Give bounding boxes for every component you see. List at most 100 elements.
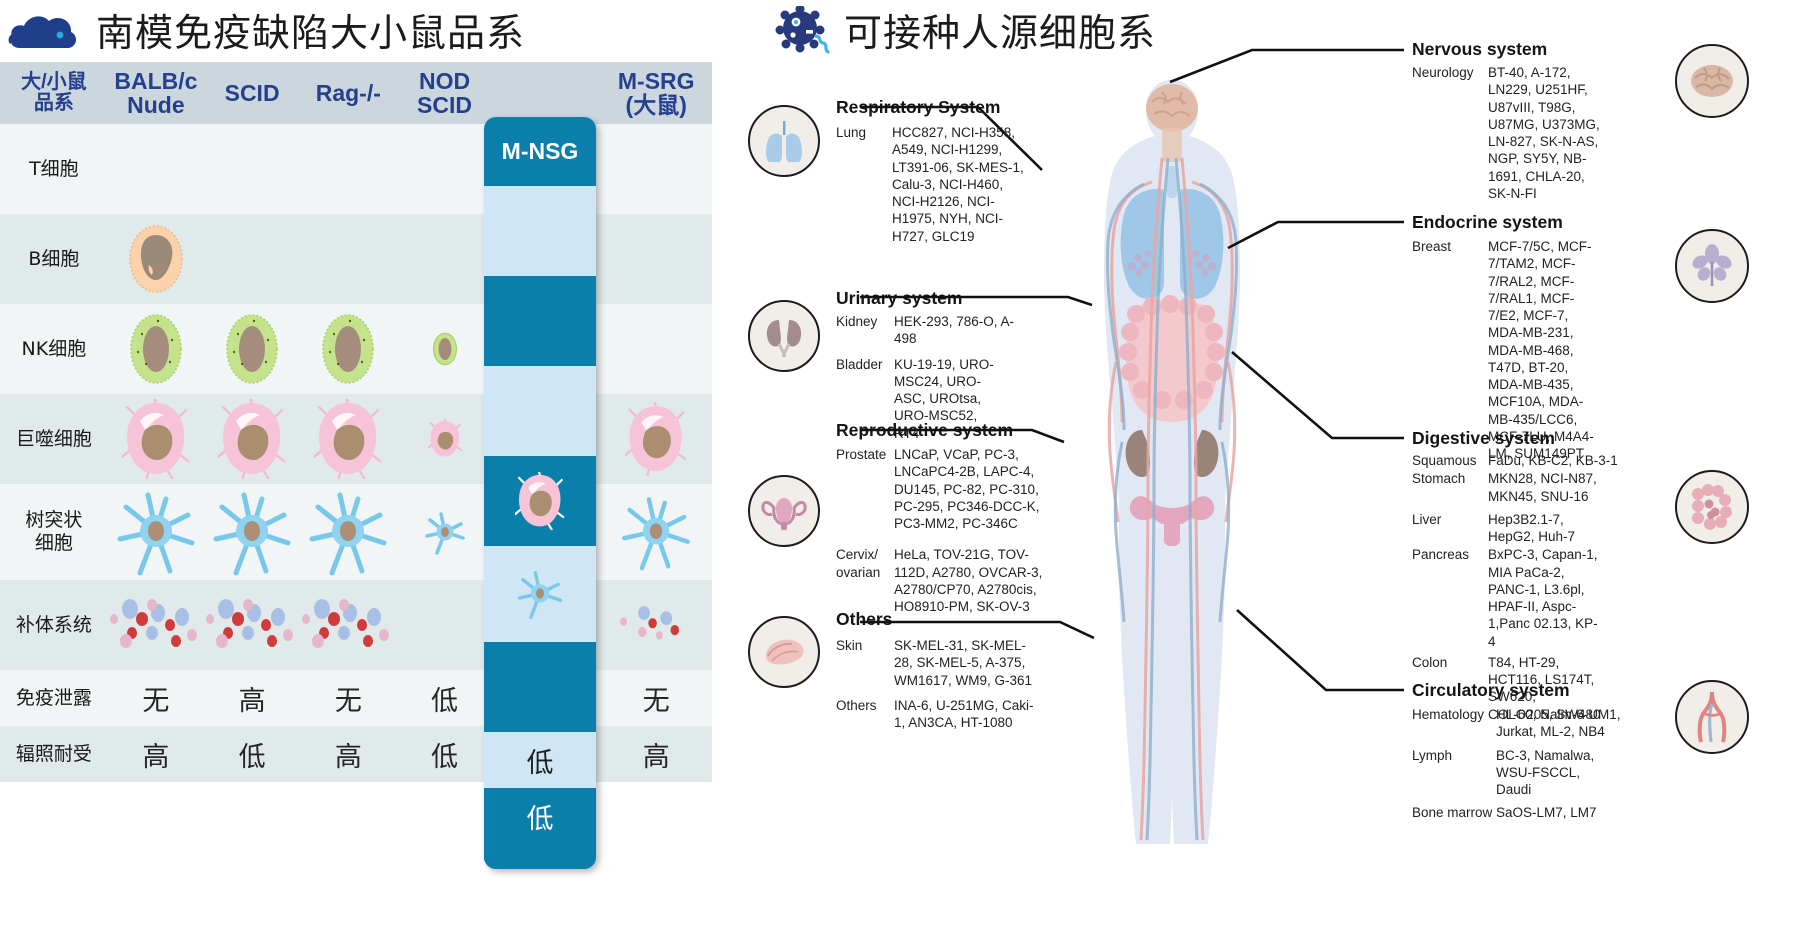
- cell-dc-nodscid: [396, 484, 492, 580]
- mnsg-cell-nk: [484, 366, 596, 456]
- section-body-digestive: Squamous FaDu, KB-C2, KB-3-1 Stomach MKN…: [1412, 452, 1662, 724]
- cell-irr-nodscid: 低: [431, 741, 459, 773]
- entry-key: Stomach: [1412, 471, 1466, 487]
- header-line1: Rag-/-: [315, 79, 381, 106]
- entry-value: BC-3, Namalwa, WSU-FSCCL, Daudi: [1496, 747, 1595, 798]
- entry-key: Pancreas: [1412, 547, 1470, 563]
- mnsg-cell-leakage-bg: [484, 732, 596, 788]
- cell-tcell-rag: [300, 124, 396, 214]
- breast-icon: [1675, 229, 1749, 303]
- section-title-digestive: Digestive system: [1412, 428, 1555, 448]
- section-body-respiratory: Lung HCC827, NCI-H358, A549, NCI-H1299, …: [836, 124, 1032, 246]
- macrophage-icon: [121, 399, 189, 479]
- breast-glyph: [1692, 244, 1732, 286]
- entry-key: Kidney: [836, 314, 878, 329]
- mnsg-cell-macrophage: [484, 456, 596, 546]
- section-body-urinary: Kidney HEK-293, 786-O, A-498 Bladder KU-…: [836, 313, 1036, 443]
- complement-icon-small: [620, 606, 680, 640]
- table-row: 辐照耐受 高 低 高 低 高: [0, 726, 712, 782]
- entry-value: BT-40, A-172, LN229, U251HF, U87vIII, T9…: [1488, 65, 1600, 201]
- entry-row: Kidney HEK-293, 786-O, A-498: [836, 313, 1036, 348]
- human-body-illustration: [1104, 80, 1240, 844]
- nk-cell-icon: [130, 314, 182, 384]
- intestine-icon: [1675, 470, 1749, 544]
- header-line2: (大鼠): [625, 92, 687, 118]
- cell-macro-msrg: [600, 394, 712, 484]
- entry-key: Neurology: [1412, 65, 1474, 80]
- table-row: NK细胞: [0, 304, 712, 394]
- header-cell-balbc-nude[interactable]: BALB/c Nude: [108, 62, 204, 124]
- entry-value: SK-MEL-31, SK-MEL-28, SK-MEL-5, A-375, W…: [894, 638, 1033, 688]
- entry-row: Pancreas BxPC-3, Capan-1, MIA PaCa-2, PA…: [1412, 546, 1662, 650]
- header-cell-nod-scid[interactable]: NOD SCID: [396, 62, 492, 124]
- row-label-macrophage: 巨噬细胞: [15, 427, 92, 450]
- brain-glyph: [1691, 65, 1733, 97]
- header-line1: NOD: [418, 67, 471, 94]
- cell-dc-scid: [204, 484, 300, 580]
- left-panel-mouse-strains: 南模免疫缺陷大小鼠品系 大/小鼠 品系 BALB/c Nude: [0, 0, 712, 944]
- row-label-tcell: T细胞: [29, 157, 79, 180]
- kidney-icon: [748, 300, 820, 372]
- entry-key: Hematology: [1412, 707, 1485, 722]
- macrophage-icon-small: [515, 472, 565, 530]
- cell-macro-scid: [204, 394, 300, 484]
- macrophage-icon: [314, 399, 382, 479]
- brain-icon: [1675, 44, 1749, 118]
- entry-value: HEK-293, 786-O, A-498: [894, 314, 1015, 347]
- section-title-nervous: Nervous system: [1412, 39, 1548, 59]
- mnsg-highlight-column[interactable]: M-NSG: [484, 117, 596, 869]
- cell-tcell-scid: [204, 124, 300, 214]
- nk-cell-icon-small: [432, 332, 457, 366]
- header-cell-strain: 大/小鼠 品系: [0, 62, 108, 124]
- cell-leak-balbc: 无: [142, 685, 170, 717]
- complement-icon: [206, 599, 294, 648]
- header-line2: 品系: [33, 92, 74, 114]
- entry-value: T84, HT-29, HCT116, LS174T, SW620, COLO2…: [1488, 654, 1601, 722]
- header-cell-msrg[interactable]: M-SRG (大鼠): [600, 62, 712, 124]
- cell-bcell-msrg: [600, 214, 712, 304]
- row-label-line2: 细胞: [34, 532, 73, 554]
- entry-row: Colon T84, HT-29, HCT116, LS174T, SW620,…: [1412, 654, 1662, 723]
- entry-row: Skin SK-MEL-31, SK-MEL-28, SK-MEL-5, A-3…: [836, 637, 1046, 689]
- cell-nk-nodscid: [396, 304, 492, 394]
- table-row: B细胞: [0, 214, 712, 304]
- row-label-line1: 树突状: [25, 509, 83, 532]
- skin-icon: [748, 616, 820, 688]
- header-cell-rag[interactable]: Rag-/-: [300, 62, 396, 124]
- row-label-complement: 补体系统: [15, 613, 92, 636]
- intestine-glyph: [1692, 484, 1732, 530]
- section-body-others: Skin SK-MEL-31, SK-MEL-28, SK-MEL-5, A-3…: [836, 637, 1046, 732]
- entry-value: HeLa, TOV-21G, TOV-112D, A2780, OVCAR-3,…: [894, 547, 1043, 615]
- entry-key: Lung: [836, 125, 867, 140]
- cell-complement-nodscid: [396, 580, 492, 670]
- cell-complement-msrg: [600, 580, 712, 670]
- entry-key: Cervix/ ovarian: [836, 547, 881, 580]
- mnsg-value-leakage: 低: [526, 747, 554, 779]
- entry-row: Bladder KU-19-19, URO-MSC24, URO-ASC, UR…: [836, 356, 1036, 442]
- section-body-nervous: Neurology BT-40, A-172, LN229, U251HF, U…: [1412, 64, 1652, 203]
- entry-value: Hep3B2.1-7, HepG2, Huh-7: [1488, 511, 1576, 545]
- cell-leak-msrg: 无: [642, 685, 670, 717]
- left-header: 南模免疫缺陷大小鼠品系: [0, 0, 712, 62]
- entry-row: Breast MCF-7/5C, MCF-7/TAM2, MCF-7/RAL2,…: [1412, 238, 1662, 462]
- header-line2: Nude: [127, 92, 185, 118]
- cell-dc-rag: [300, 484, 396, 580]
- entry-key: Breast: [1412, 239, 1452, 254]
- dendritic-cell-icon-small: [517, 571, 563, 620]
- entry-key: Others: [836, 697, 877, 713]
- entry-row: Stomach MKN28, NCI-N87, MKN45, SNU-16: [1412, 470, 1662, 505]
- entry-value: HL-60, Nalm-6-UM1, Jurkat, ML-2, NB4: [1496, 707, 1621, 740]
- cell-complement-balbc: [108, 580, 204, 670]
- header-cell-scid[interactable]: SCID: [204, 62, 300, 124]
- section-title-others: Others: [836, 609, 893, 629]
- mnsg-value-irradiation: 低: [526, 803, 554, 835]
- nk-cell-icon: [322, 314, 375, 384]
- header-line1: 大/小鼠: [21, 71, 87, 93]
- section-body-endocrine: Breast MCF-7/5C, MCF-7/TAM2, MCF-7/RAL2,…: [1412, 238, 1662, 463]
- uterus-glyph: [761, 498, 807, 530]
- entry-row: Prostate LNCaP, VCaP, PC-3, LNCaPC4-2B, …: [836, 446, 1051, 532]
- dendritic-cell-icon: [117, 492, 195, 576]
- section-title-endocrine: Endocrine system: [1412, 212, 1563, 232]
- entry-row: Squamous FaDu, KB-C2, KB-3-1: [1412, 452, 1662, 469]
